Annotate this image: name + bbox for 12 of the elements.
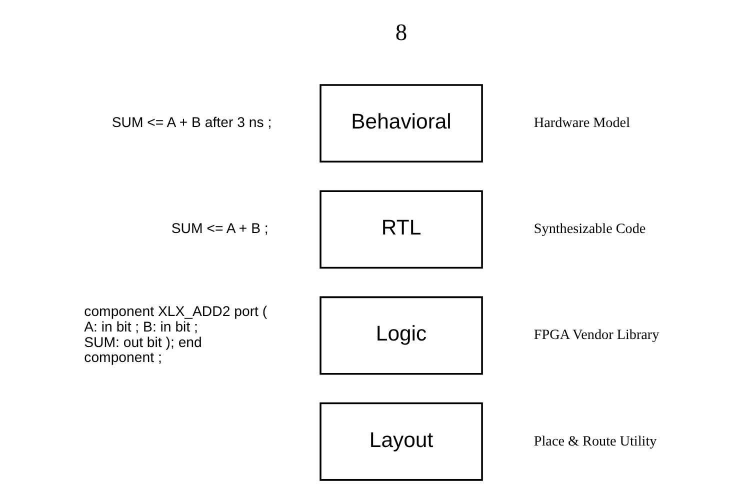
node-label: Hardware Model <box>534 114 630 131</box>
label: 8 <box>395 20 408 46</box>
node-box: Layout <box>320 402 483 481</box>
node-label: Place & Route Utility <box>534 433 657 450</box>
node-box: Logic <box>320 296 483 375</box>
node-label: SUM <= A + B ; <box>171 220 268 236</box>
node-box: RTL <box>320 190 483 269</box>
node-label: Synthesizable Code <box>534 221 646 238</box>
node-label: SUM <= A + B after 3 ns ; <box>112 114 272 130</box>
node-box: Behavioral <box>320 84 483 162</box>
node-label: FPGA Vendor Library <box>534 327 660 344</box>
node-label: component XLX_ADD2 port ( A: in bit ; B: in bit ; SUM: out bit ); end component ; <box>84 303 268 366</box>
